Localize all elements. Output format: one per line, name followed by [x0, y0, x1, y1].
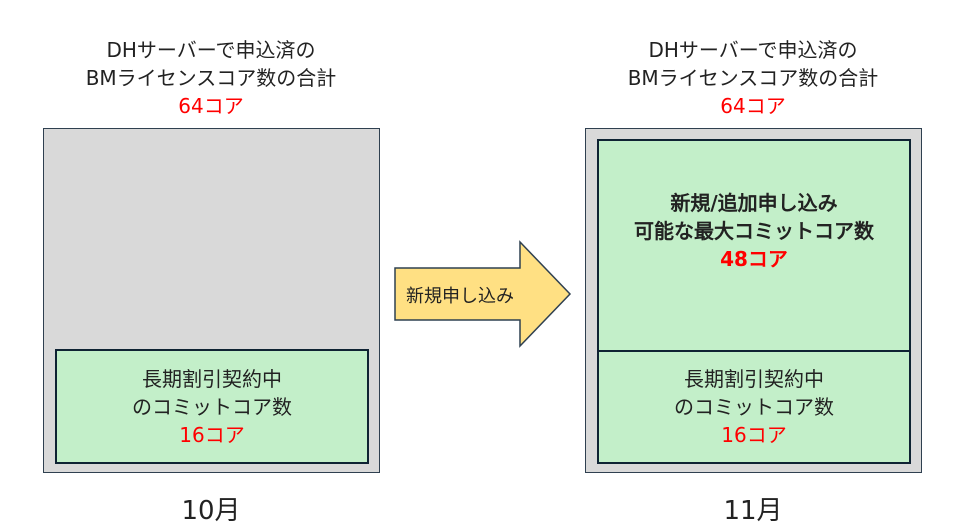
right-new-box: 新規/追加申し込み 可能な最大コミットコア数 48コア — [597, 139, 911, 352]
right-month: 11月 — [723, 496, 783, 526]
right-commit-line2: のコミットコア数 — [674, 395, 834, 419]
right-title-line2: BMライセンスコア数の合計 — [627, 66, 879, 90]
left-commit-line1: 長期割引契約中 — [142, 366, 282, 391]
left-title-line1: DHサーバーで申込済の — [106, 38, 316, 62]
right-title: DHサーバーで申込済の BMライセンスコア数の合計 64コア — [553, 36, 953, 120]
arrow-label: 新規申し込み — [406, 286, 514, 307]
right-new-line2: 可能な最大コミットコア数 — [634, 218, 874, 243]
right-commit-line1: 長期割引契約中 — [684, 367, 824, 391]
arrow-icon — [394, 240, 572, 348]
left-title-line2: BMライセンスコア数の合計 — [85, 66, 337, 90]
left-commit-value: 16コア — [179, 422, 245, 447]
left-title: DHサーバーで申込済の BMライセンスコア数の合計 64コア — [11, 36, 411, 120]
right-commit-value: 16コア — [721, 423, 787, 447]
right-total: 64コア — [720, 94, 786, 118]
left-commit-line2: のコミットコア数 — [132, 394, 292, 419]
right-title-line1: DHサーバーで申込済の — [648, 38, 858, 62]
left-commit-box: 長期割引契約中 のコミットコア数 16コア — [55, 349, 369, 464]
right-commit-box: 長期割引契約中 のコミットコア数 16コア — [597, 350, 911, 464]
right-new-line1: 新規/追加申し込み — [670, 190, 838, 215]
left-total: 64コア — [178, 94, 244, 118]
right-new-value: 48コア — [720, 246, 788, 271]
left-month: 10月 — [181, 496, 241, 526]
